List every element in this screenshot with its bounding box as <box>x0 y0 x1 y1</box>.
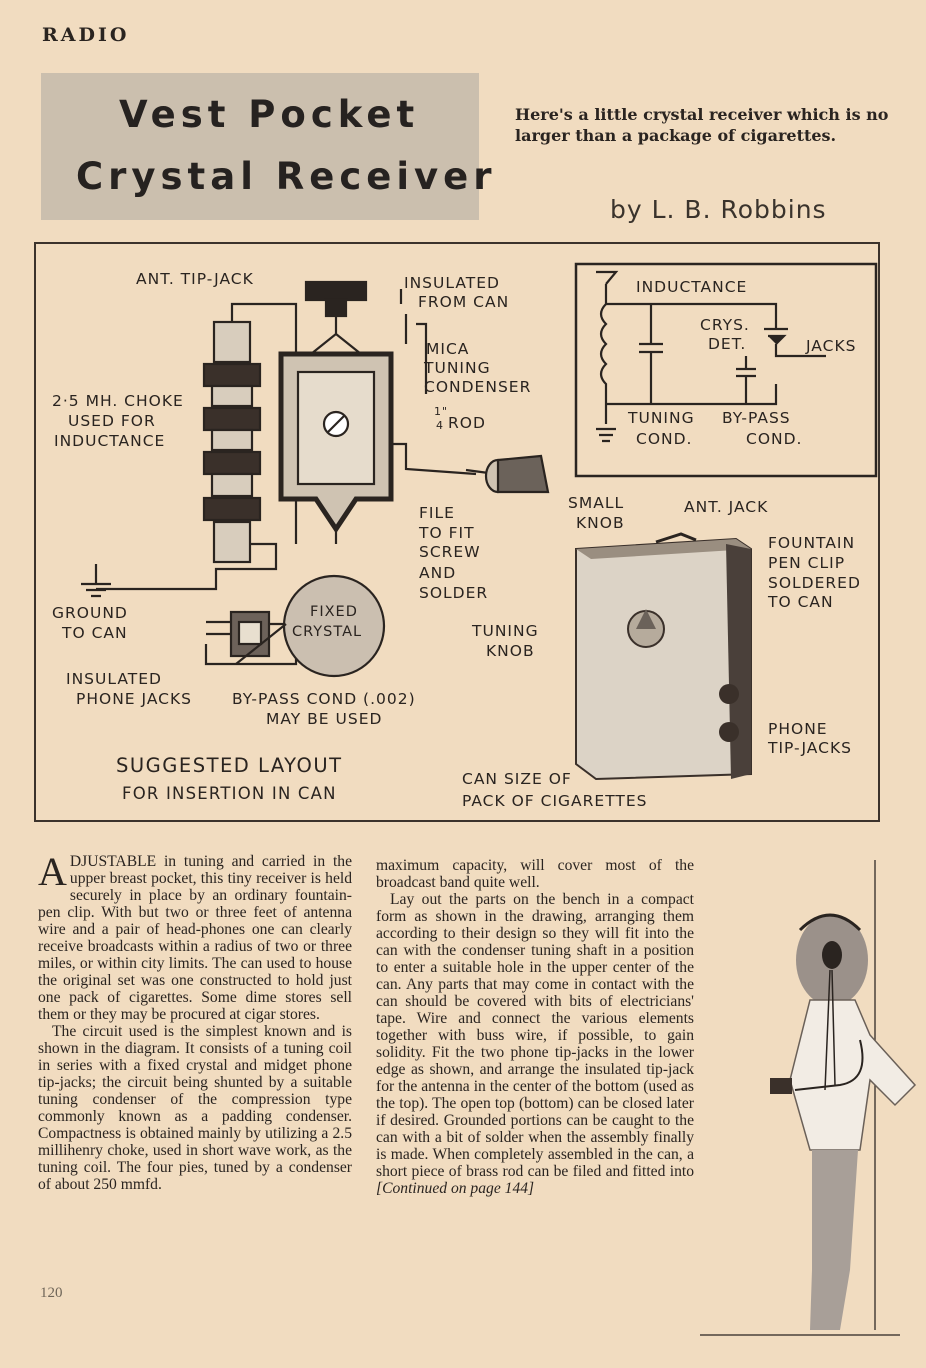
label-insulated-phone-2: PHONE JACKS <box>76 690 192 708</box>
cigarette-can-shape <box>575 532 752 781</box>
schematic-tuning-1: TUNING <box>628 409 695 427</box>
listener-illustration <box>700 860 917 1336</box>
label-ground-2: TO CAN <box>62 624 128 642</box>
label-rod: ROD <box>448 414 486 432</box>
label-tuning-knob-1: TUNING <box>472 622 539 640</box>
diagram-drawing <box>81 262 878 781</box>
label-mica-2: TUNING <box>424 359 491 377</box>
label-ant-tip-jack: ANT. TIP-JACK <box>136 270 254 288</box>
schematic-inductance: INDUCTANCE <box>636 278 748 296</box>
label-choke-1: 2·5 MH. CHOKE <box>52 392 184 410</box>
label-phone-tip-2: TIP-JACKS <box>768 739 852 757</box>
label-small-knob-1: SMALL <box>568 494 625 512</box>
label-choke-3: INDUCTANCE <box>54 432 166 450</box>
label-phone-tip-1: PHONE <box>768 720 828 738</box>
label-can-size-2: PACK OF CIGARETTES <box>462 792 648 810</box>
label-fountain-1: FOUNTAIN <box>768 534 856 552</box>
label-tuning-knob-2: KNOB <box>486 642 535 660</box>
schematic-crys-1: CRYS. <box>700 316 750 334</box>
article-title-line-1: Vest Pocket <box>119 93 420 136</box>
label-bypass-2: MAY BE USED <box>266 710 383 728</box>
drop-cap: A <box>38 849 67 894</box>
ant-tip-jack-shape <box>304 280 368 302</box>
schematic-tuning-2: COND. <box>636 430 693 448</box>
label-choke-2: USED FOR <box>68 412 156 430</box>
schematic-bypass-2: COND. <box>746 430 803 448</box>
label-mica-1: MICA <box>426 340 470 358</box>
article-byline: by L. B. Robbins <box>610 195 827 224</box>
label-fountain-3: SOLDERED <box>768 574 861 592</box>
schematic-crys-2: DET. <box>708 335 747 353</box>
body-column-2: maximum capacity, will cover most of the… <box>376 857 694 1197</box>
label-fixed-crystal-1: FIXED <box>310 604 358 620</box>
diagram-figure: ANT. TIP-JACK INSULATED FROM CAN MICA TU… <box>34 242 880 822</box>
label-fountain-4: TO CAN <box>768 593 834 611</box>
label-file-2: TO FIT <box>419 524 475 542</box>
schematic-bypass-1: BY-PASS <box>722 409 791 427</box>
label-rod-fraction-den: 4 <box>436 419 444 432</box>
col2-paragraph-2: Lay out the parts on the bench in a comp… <box>376 891 694 1180</box>
continued-note: [Continued on page 144] <box>376 1180 535 1197</box>
label-insulated-2: FROM CAN <box>418 293 510 311</box>
label-file-3: SCREW <box>419 543 481 561</box>
label-insulated-1: INSULATED <box>404 274 500 292</box>
schematic-box-shape <box>574 262 878 478</box>
article-tagline: Here's a little crystal receiver which i… <box>515 105 889 145</box>
label-file-1: FILE <box>419 504 455 522</box>
label-suggested-2: FOR INSERTION IN CAN <box>122 784 337 803</box>
label-suggested-1: SUGGESTED LAYOUT <box>116 754 343 777</box>
article-title-line-2: Crystal Receiver <box>76 155 497 198</box>
label-file-4: AND <box>419 564 457 582</box>
label-file-5: SOLDER <box>419 584 489 602</box>
section-label: RADIO <box>42 24 130 46</box>
title-box <box>41 73 479 220</box>
choke-coil-shape <box>202 320 262 564</box>
col1-paragraph-2: The circuit used is the simplest known a… <box>38 1023 352 1193</box>
schematic-jacks: JACKS <box>806 337 857 355</box>
col1-paragraph-1: DJUSTABLE in tuning and carried in the u… <box>38 853 352 1023</box>
label-small-knob-2: KNOB <box>576 514 625 532</box>
label-ant-jack: ANT. JACK <box>684 498 769 516</box>
label-can-size-1: CAN SIZE OF <box>462 770 572 788</box>
label-mica-3: CONDENSER <box>424 378 532 396</box>
page-number: 120 <box>40 1285 63 1301</box>
label-ground-1: GROUND <box>52 604 128 622</box>
col2-paragraph-1: maximum capacity, will cover most of the… <box>376 857 694 891</box>
label-fixed-crystal-2: CRYSTAL <box>292 624 363 640</box>
label-bypass-1: BY-PASS COND (.002) <box>232 690 416 708</box>
label-fountain-2: PEN CLIP <box>768 554 846 572</box>
label-rod-fraction-num: 1" <box>434 405 449 418</box>
label-insulated-phone-1: INSULATED <box>66 670 162 688</box>
